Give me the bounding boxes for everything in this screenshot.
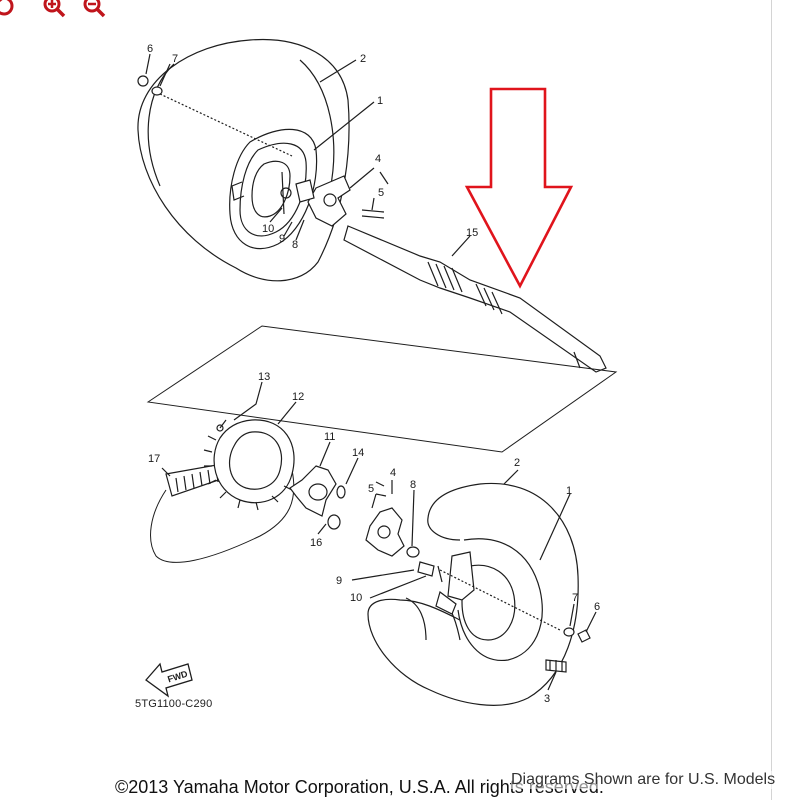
us-models-note: Diagrams Shown are for U.S. Models	[511, 771, 776, 789]
callout: 6	[147, 43, 153, 55]
sprocket-hub	[289, 465, 346, 530]
callout: 9	[279, 233, 285, 245]
page-border	[771, 0, 772, 800]
red-pointer-arrow-icon	[464, 87, 574, 289]
callout: 5	[368, 483, 374, 495]
callout: 7	[572, 592, 578, 604]
callout: 8	[410, 479, 416, 491]
callout: 16	[310, 537, 322, 549]
rotate-icon[interactable]	[0, 0, 16, 18]
upper-hub	[280, 171, 385, 227]
callout: 8	[292, 239, 298, 251]
diagram-code: 5TG1100-C290	[135, 698, 213, 710]
callout: 1	[566, 485, 572, 497]
callout: 4	[375, 153, 381, 165]
callout: 1	[377, 95, 383, 107]
callout: 2	[360, 53, 366, 65]
lower-wheel-rim	[435, 551, 475, 615]
wheel-stud	[545, 659, 567, 673]
upper-callouts: 6 7 2 1 4 5 10 9 8 15	[147, 43, 478, 251]
fwd-direction-icon: FWD	[145, 662, 193, 698]
callout: 6	[594, 601, 600, 613]
callout: 12	[292, 391, 304, 403]
callout: 14	[352, 447, 364, 459]
copyright-text: ©2013 Yamaha Motor Corporation, U.S.A. A…	[115, 777, 604, 797]
lower-callouts: 13 12 17 11 14 4 5 8 2 1 16 9 10 7 6 3	[148, 371, 600, 705]
viewer-toolbar	[0, 0, 130, 20]
callout: 2	[514, 457, 520, 469]
callout: 9	[336, 575, 342, 587]
callout: 15	[466, 227, 478, 239]
callout: 10	[262, 223, 274, 235]
rear-axle	[343, 225, 607, 373]
sprocket	[203, 419, 295, 511]
callout: 17	[148, 453, 160, 465]
lower-tire	[367, 482, 579, 706]
callout: 5	[378, 187, 384, 199]
zoom-in-icon[interactable]	[42, 0, 66, 18]
callout: 4	[390, 467, 396, 479]
callout: 3	[544, 693, 550, 705]
callout: 10	[350, 592, 362, 604]
callout: 13	[258, 371, 270, 383]
callout: 7	[172, 53, 178, 65]
zoom-out-icon[interactable]	[82, 0, 106, 18]
upper-wheel-rim	[229, 128, 318, 250]
lower-hub	[365, 493, 443, 583]
callout: 11	[324, 431, 335, 443]
